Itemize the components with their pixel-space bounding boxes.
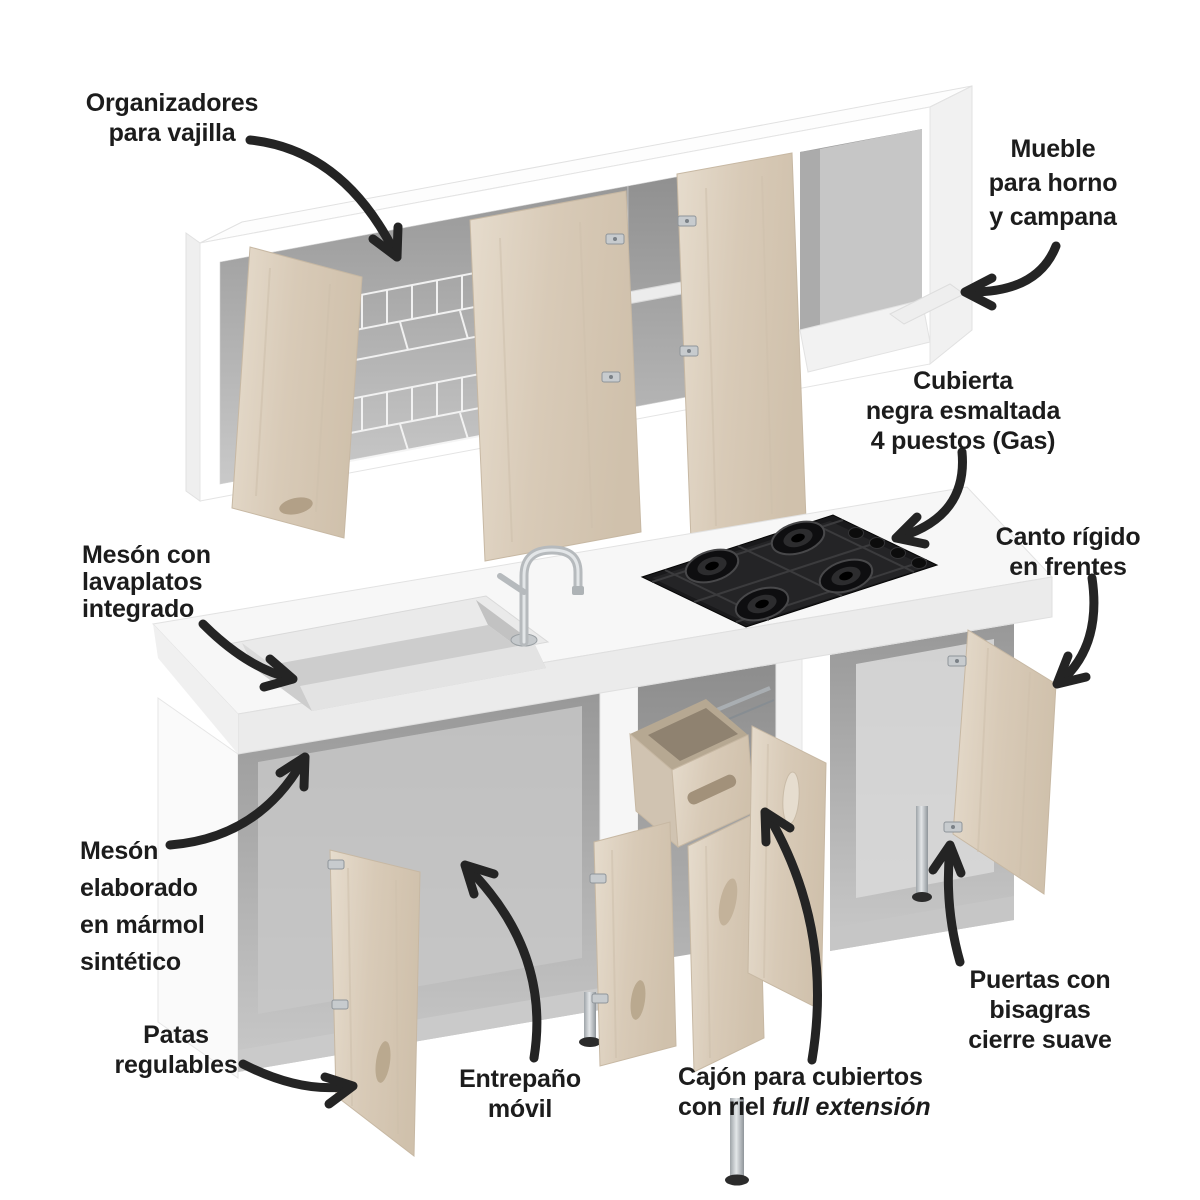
hinge [679,345,699,357]
sink-wall-front [300,643,546,711]
wall-cabinet [185,85,973,562]
wall-door-left [231,246,363,539]
label-line: Patas [143,1021,209,1049]
sink [226,595,550,711]
oven-compartment-back [820,129,922,326]
faucet [497,545,584,647]
hinge [591,993,609,1004]
countertop-left-edge [153,624,238,754]
arrow-mueble-horno [960,241,1061,311]
label-line: elaborado [80,874,198,902]
burner [818,558,874,594]
door-handle-slot [630,980,646,1020]
hinge [331,999,349,1010]
label-line: lavaplatos [82,568,203,596]
arrow-patas [238,1059,358,1109]
label-patas: Patas regulables [56,1020,296,1080]
oven-compartment-left-wall [800,149,820,330]
label-meson-lavaplatos: Mesón con lavaplatos integrado [82,542,302,623]
adjustable-leg [579,992,601,1047]
label-puertas: Puertas con bisagras cierre suave [920,965,1160,1055]
hinge [589,873,607,884]
arrow-cubierta [891,447,967,549]
label-cubierta: Cubierta negra esmaltada 4 puestos (Gas) [823,366,1103,456]
label-line: con riel full extensión [678,1093,931,1121]
base-cabinet [151,486,1057,1186]
label-organizadores: Organizadores para vajilla [42,88,302,148]
burner [684,548,740,584]
base-door-right [943,629,1057,895]
label-line: Mueble [1010,135,1096,163]
callout-arrows [165,135,1099,1109]
label-cajon: Cajón para cubiertos con riel full exten… [678,1062,978,1122]
label-line: regulables [114,1051,238,1079]
base-door-left [327,849,421,1157]
base-left-end-panel [157,697,239,1079]
label-line: cierre suave [968,1026,1112,1054]
arrow-entrepano [460,860,542,1063]
door-handle-slot [718,878,738,926]
arrow-cajon [760,807,822,1065]
burner [734,586,790,622]
arrow-puertas [928,840,966,967]
label-mueble-horno: Mueble para horno y campana [933,132,1173,234]
label-line: Puertas con [969,966,1111,994]
cooktop-surface [652,521,927,624]
label-line: Mesón [80,837,159,865]
label-line: negra esmaltada [865,397,1061,425]
arrow-organizadores [245,135,403,262]
wall-cabinet-left-side [185,232,201,502]
label-line: integrado [82,595,195,623]
label-line: Cubierta [913,367,1013,395]
burner [770,520,826,556]
hinge [605,233,625,245]
drawer-interior-shadow [648,708,738,761]
label-line: para vajilla [108,119,236,147]
hinge [677,215,697,227]
hinge [601,371,621,383]
wall-door-middle-right [676,152,807,542]
arrow-canto-rigido [1052,573,1099,689]
label-line: y campana [989,203,1117,231]
arrow-meson-marmol [165,752,310,850]
label-line: en mármol [80,911,205,939]
label-line: Canto rígido [995,523,1141,551]
label-line: bisagras [989,996,1091,1024]
label-line: móvil [487,1095,553,1123]
label-line: Cajón para cubiertos [678,1063,923,1091]
adjustable-leg [725,1098,749,1186]
label-entrepano: Entrepaño móvil [400,1064,640,1124]
label-line: sintético [80,948,181,976]
sink-cabinet-floor [238,988,600,1072]
label-canto-rigido: Canto rígido en frentes [948,522,1188,582]
door-handle-slot [279,497,313,515]
base-door-center-left [589,821,677,1067]
label-line: en frentes [1009,553,1127,581]
cooktop-knobs [848,527,927,569]
hinge [327,859,345,870]
right-cabinet-floor [830,896,1014,951]
hinge [943,821,963,833]
door-handle-slot [375,1041,391,1083]
cutlery-drawer [629,699,755,849]
wall-door-middle-left [469,190,642,562]
arrow-meson-lavaplatos [198,619,298,692]
adjustable-leg [912,806,932,902]
hinge [947,655,967,667]
label-line: Organizadores [85,89,259,117]
label-meson-marmol: Mesón elaborado en mármol sintético [80,833,300,981]
label-line: Entrepaño [459,1065,581,1093]
drawer-handle-slot [687,774,737,805]
gas-cooktop [640,514,939,628]
label-line: Mesón con [82,541,211,569]
base-door-below-drawer [687,811,765,1073]
label-line: 4 puestos (Gas) [870,427,1056,455]
label-line: para horno [988,169,1118,197]
